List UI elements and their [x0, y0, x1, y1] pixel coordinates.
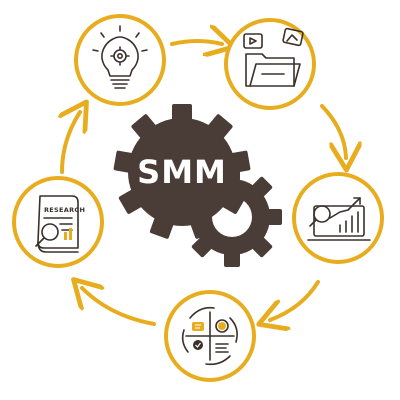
research-label: RESEARCH [44, 206, 85, 214]
analytics-node [292, 172, 384, 264]
strategy-node [164, 290, 256, 382]
cycle-arrows [62, 41, 346, 324]
arrow-strategy-to-research [82, 288, 156, 326]
arrow-research-to-idea [62, 112, 80, 174]
arrow-analytics-to-strategy [270, 280, 320, 320]
central-gears: SMM [113, 104, 282, 267]
arrow-idea-to-content [170, 41, 222, 44]
center-label: SMM [137, 153, 227, 191]
cycle-quadrant-icon [181, 306, 238, 366]
research-document-icon: RESEARCH [35, 195, 85, 253]
large-gear-icon: SMM [113, 104, 251, 239]
chart-magnifier-icon [307, 197, 371, 241]
lightbulb-gear-icon [92, 25, 148, 89]
arrow-content-to-analytics [320, 104, 346, 158]
content-node [224, 18, 316, 110]
folder-media-icon [243, 27, 304, 87]
research-node: RESEARCH [12, 176, 104, 268]
idea-node [74, 14, 166, 106]
